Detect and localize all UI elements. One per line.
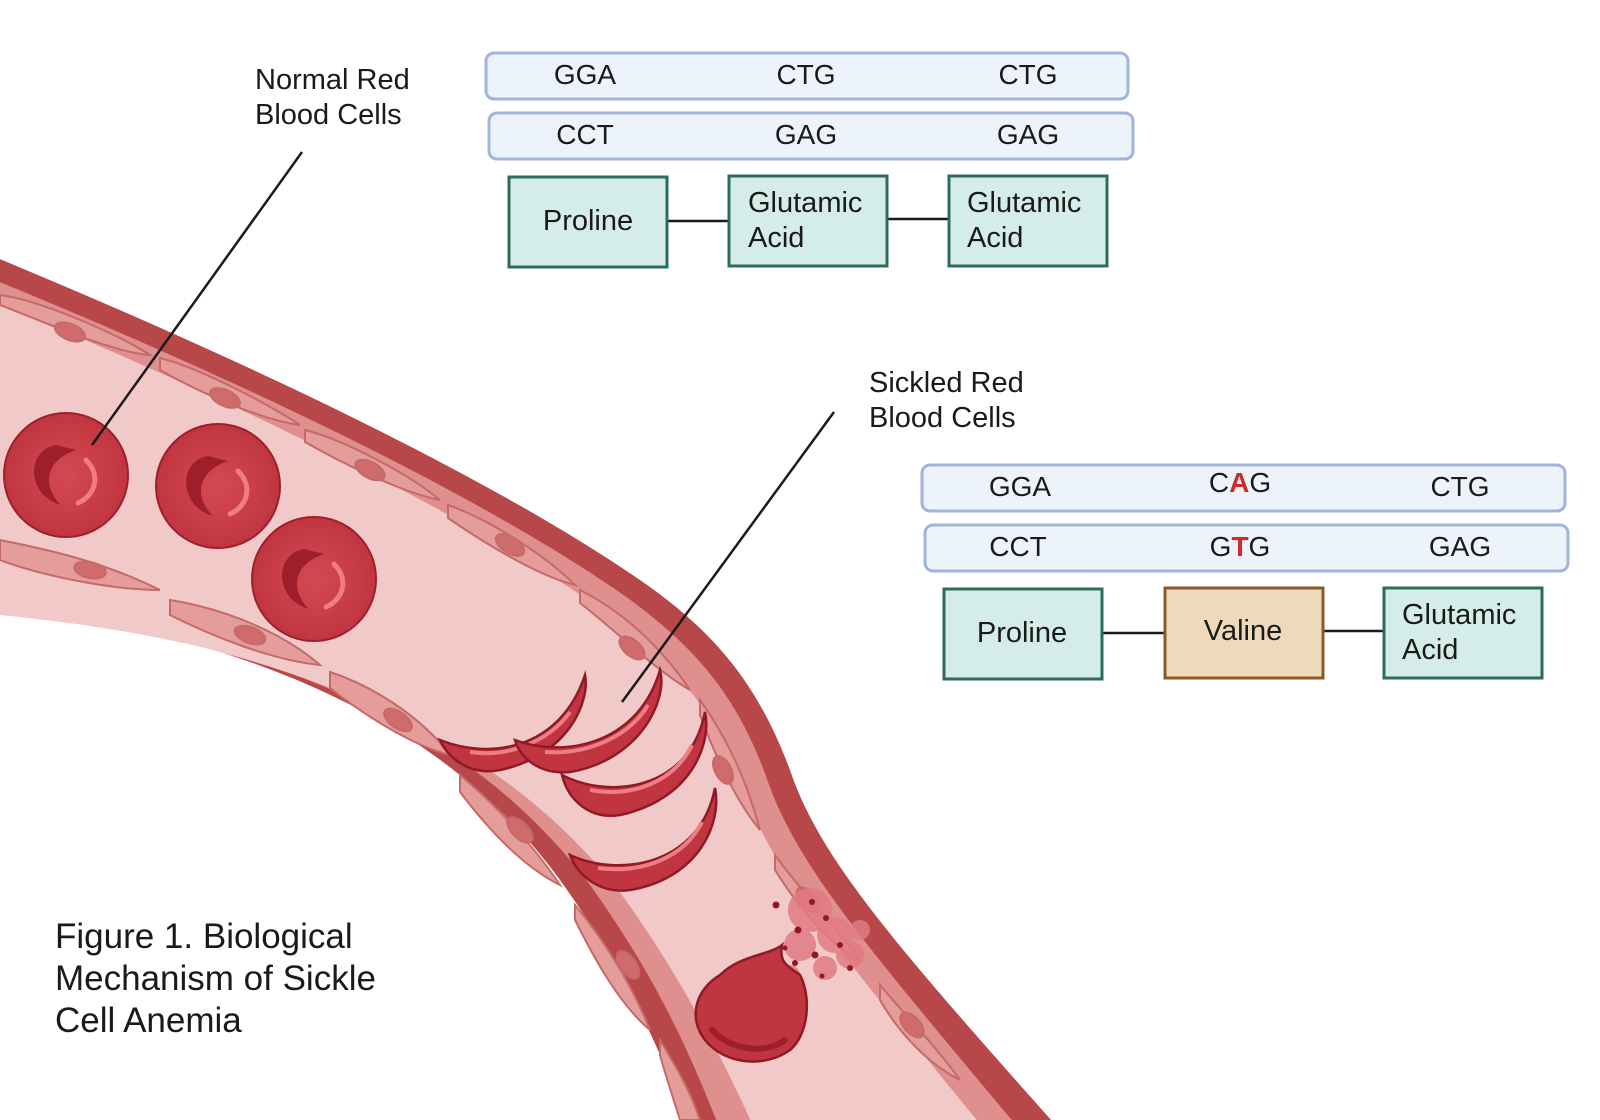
- mutation-base: T: [1231, 531, 1248, 562]
- sickled-label-line1: Sickled Red: [869, 367, 1024, 399]
- normal-amino-acid-proline: [507, 175, 669, 269]
- sickle-amino-acid-valine: [1163, 586, 1325, 680]
- endothelial-cells-bottom: [0, 538, 702, 1120]
- endothelial-cells-top: [0, 293, 961, 1081]
- normal-top-codon: CTG: [998, 59, 1057, 90]
- normal-red-blood-cells: [3, 412, 377, 642]
- lysing-red-blood-cell: [694, 888, 870, 1063]
- sickled-rbc: [513, 665, 663, 774]
- sickled-red-blood-cells: [437, 665, 718, 892]
- amino-acid-label: Glutamic: [1402, 599, 1516, 631]
- sickle-bottom-codon: CCT: [989, 531, 1047, 562]
- normal-sequence-panel: GGA CTG CTG CCT GAG GAG Proline Glutamic…: [484, 51, 1135, 269]
- sickle-top-strand: [920, 463, 1567, 513]
- sickle-bottom-strand: [923, 523, 1570, 573]
- amino-acid-label: Acid: [1402, 634, 1458, 666]
- sickle-bottom-codon: GAG: [1429, 531, 1491, 562]
- caption-line2: Mechanism of Sickle: [55, 959, 376, 998]
- amino-acid-label: Glutamic: [748, 187, 862, 219]
- sickled-rbc: [567, 787, 718, 892]
- normal-bottom-codon: GAG: [997, 119, 1059, 150]
- normal-amino-acid-glutamic: [947, 174, 1109, 268]
- normal-amino-acid-glutamic: [727, 174, 889, 268]
- hemoglobin-droplets: [772, 899, 853, 979]
- normal-bottom-codon: GAG: [775, 119, 837, 150]
- amino-acid-label: Acid: [748, 222, 804, 254]
- normal-rbc: [3, 412, 129, 538]
- sickle-sequence-panel: GGA CAG CTG CCT GTG GAG Proline Valine G…: [920, 463, 1570, 681]
- sickled-callout-line: [620, 411, 836, 703]
- caption-line3: Cell Anemia: [55, 1001, 242, 1040]
- amino-acid-label: Proline: [977, 617, 1067, 649]
- normal-top-codon: CTG: [776, 59, 835, 90]
- normal-bottom-strand: [487, 111, 1135, 161]
- amino-acid-label: Proline: [543, 205, 633, 237]
- normal-callout-line: [90, 151, 304, 446]
- sickle-top-codon-mutated: CAG: [1209, 467, 1271, 498]
- sickled-label-line2: Blood Cells: [869, 402, 1016, 434]
- burst-rbc: [694, 941, 809, 1063]
- normal-label-line1: Normal Red: [255, 64, 410, 96]
- normal-rbc: [155, 423, 281, 549]
- normal-label-line2: Blood Cells: [255, 99, 402, 131]
- sickle-amino-acid-glutamic: [1382, 586, 1544, 680]
- normal-bottom-codon: CCT: [556, 119, 614, 150]
- sickled-rbc: [560, 711, 708, 818]
- amino-acid-label: Acid: [967, 222, 1023, 254]
- sickle-top-codon: CTG: [1430, 471, 1489, 502]
- mutation-base: A: [1229, 467, 1249, 498]
- amino-acid-label: Glutamic: [967, 187, 1081, 219]
- hemoglobin-spill: [780, 888, 870, 985]
- normal-rbc: [251, 516, 377, 642]
- figure-caption: Figure 1. Biological Mechanism of Sickle…: [55, 917, 376, 1040]
- normal-top-codon: GGA: [554, 59, 617, 90]
- sickle-bottom-codon-mutated: GTG: [1210, 531, 1271, 562]
- sickle-top-codon: GGA: [989, 471, 1052, 502]
- caption-line1: Figure 1. Biological: [55, 917, 353, 956]
- normal-top-strand: [484, 51, 1130, 101]
- sickle-amino-acid-proline: [942, 587, 1104, 681]
- amino-acid-label: Valine: [1204, 615, 1282, 647]
